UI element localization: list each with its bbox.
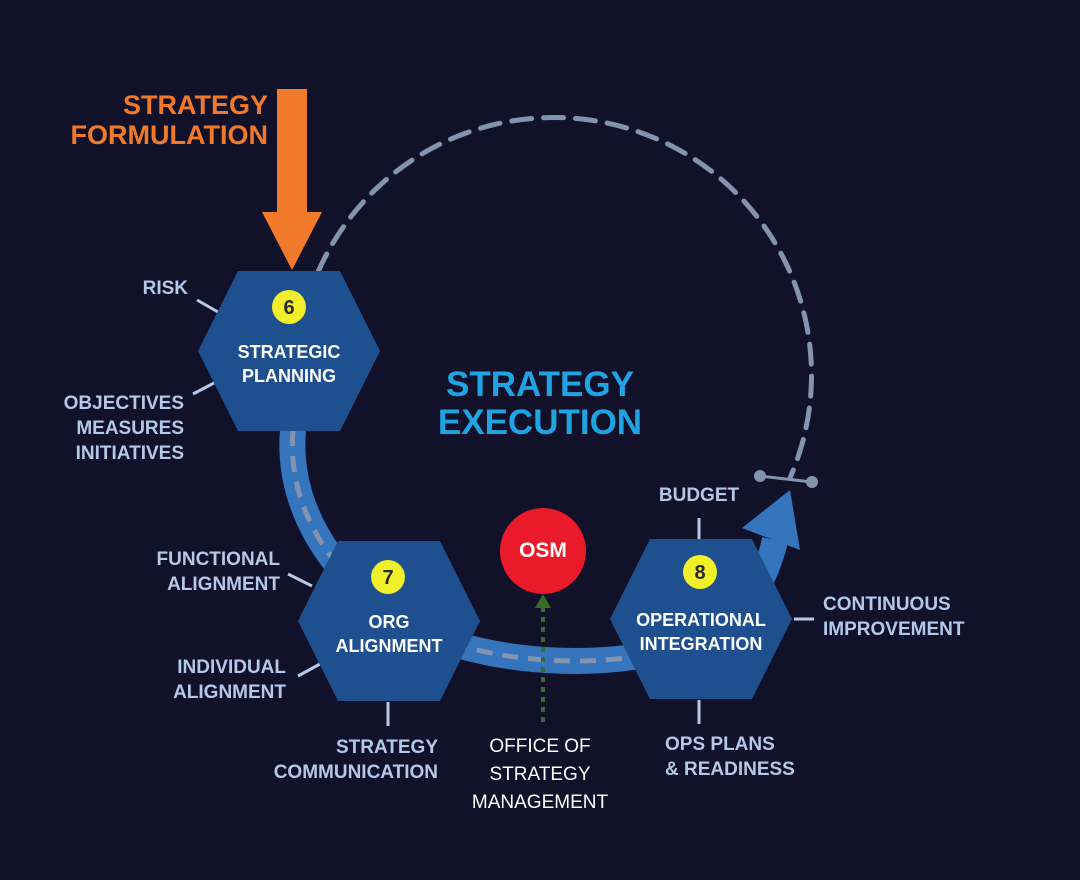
label-functional-alignment: FUNCTIONAL ALIGNMENT — [156, 549, 280, 595]
connector-individual — [297, 662, 321, 678]
stage-7-number: 7 — [382, 567, 393, 589]
stage-6-title: STRATEGIC PLANNING — [237, 342, 341, 386]
cycle-end-marker — [759, 474, 813, 484]
label-budget: BUDGET — [658, 485, 740, 506]
label-risk: RISK — [142, 278, 188, 299]
cycle-end-dot-right — [806, 476, 818, 488]
office-of-strategy-management: OFFICE OF STRATEGY MANAGEMENT — [471, 736, 609, 813]
hexagon-strategic-planning — [198, 271, 380, 431]
stage-8-badge — [683, 555, 717, 589]
connector-objectives — [192, 381, 215, 396]
osm-label: OSM — [519, 539, 567, 562]
stage-8-number: 8 — [694, 562, 705, 584]
formulation-arrow-head — [262, 212, 322, 270]
strategy-formulation-title: STRATEGY FORMULATION — [70, 90, 268, 150]
osm-circle: OSM — [500, 508, 586, 594]
hexagon-operational-integration — [610, 539, 792, 699]
stage-6-badge — [272, 290, 306, 324]
connector-risk — [196, 298, 219, 314]
stage-6-number: 6 — [283, 297, 294, 319]
label-ops-plans: OPS PLANS & READINESS — [665, 734, 795, 780]
strategy-execution-title: STRATEGY EXECUTION — [437, 365, 643, 442]
label-continuous-improvement: CONTINUOUS IMPROVEMENT — [823, 594, 965, 640]
stage-8-title: OPERATIONAL INTEGRATION — [636, 610, 766, 654]
label-strategy-communication: STRATEGY COMMUNICATION — [273, 737, 438, 783]
hexagon-org-alignment — [298, 541, 480, 701]
office-arrowhead — [535, 594, 551, 608]
stage-7-badge — [371, 560, 405, 594]
dashed-cycle-arc — [315, 115, 814, 481]
connector-functional — [287, 572, 313, 588]
label-individual-alignment: INDIVIDUAL ALIGNMENT — [173, 657, 286, 703]
formulation-arrow-shaft — [277, 89, 307, 213]
stage-7-title: ORG ALIGNMENT — [335, 612, 443, 656]
cycle-end-dot-left — [754, 470, 766, 482]
execution-arrowhead — [742, 490, 800, 550]
label-objectives: OBJECTIVES MEASURES INITIATIVES — [63, 393, 184, 464]
